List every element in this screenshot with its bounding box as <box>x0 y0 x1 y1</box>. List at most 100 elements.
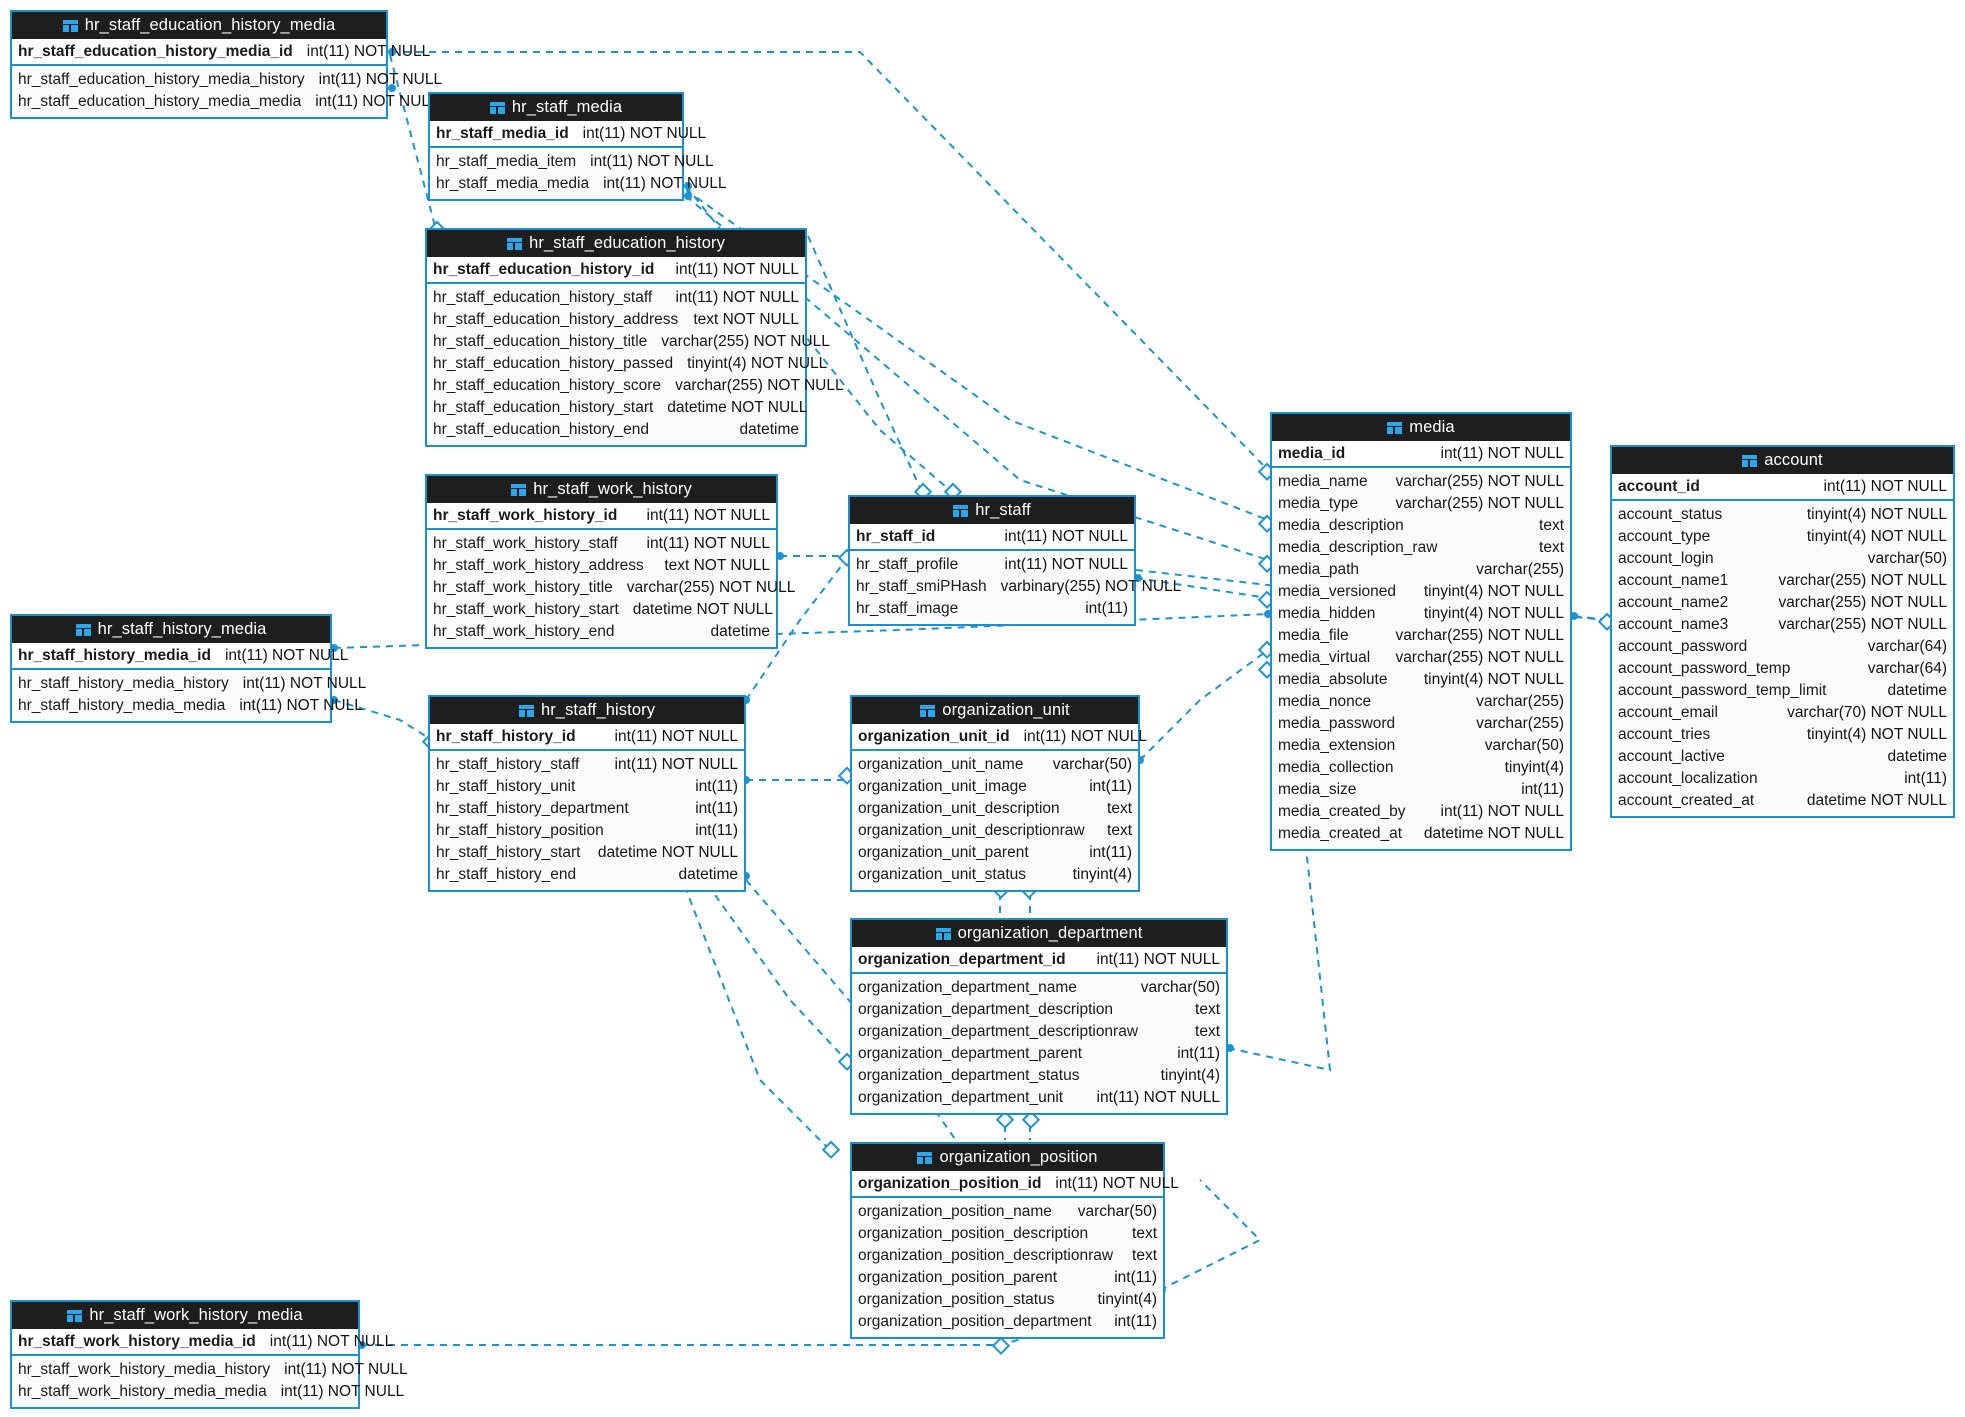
table-row[interactable]: hr_staff_education_history_media_history… <box>12 69 442 91</box>
